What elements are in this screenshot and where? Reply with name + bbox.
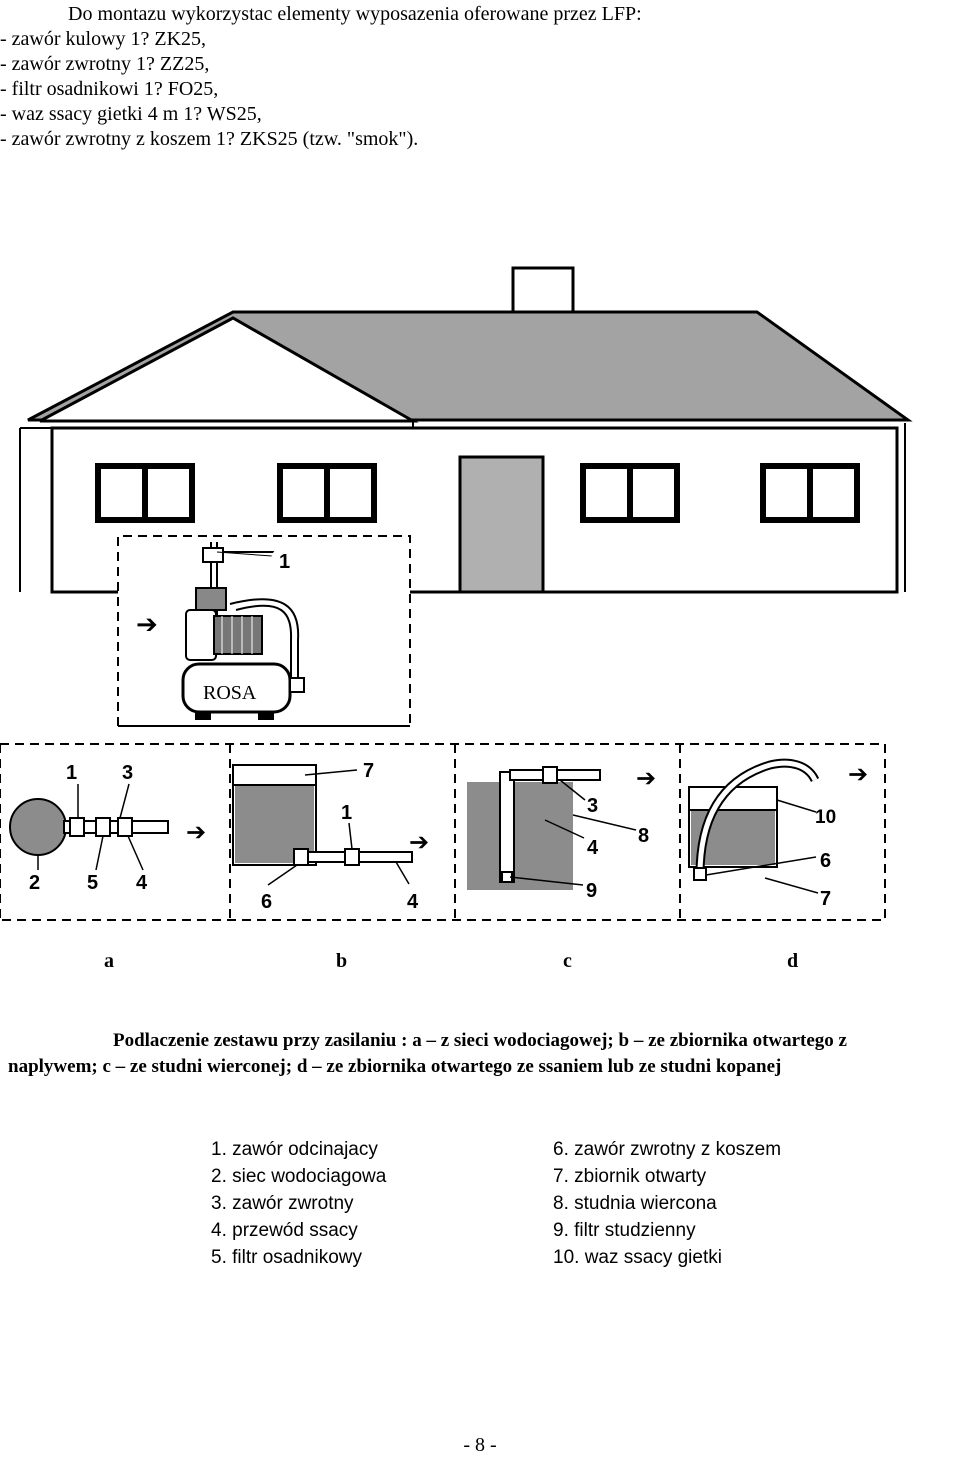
well-water — [467, 782, 573, 890]
arrow-icon: ➔ — [136, 609, 158, 639]
installation-figure: ROSA 1 ➔ 1 3 2 5 4 ➔ — [0, 266, 913, 972]
legend-left: 1. zawór odcinajacy 2. siec wodociagowa … — [211, 1136, 386, 1271]
panel-c: 3 4 8 9 ➔ — [467, 765, 656, 902]
legend-item: 6. zawór zwrotny z koszem — [553, 1139, 782, 1160]
pump-brand: ROSA — [203, 682, 257, 704]
intro-item: - zawór kulowy 1? ZK25, — [0, 28, 207, 50]
callout-6: 6 — [820, 850, 831, 872]
intro-item: - filtr osadnikowi 1? FO25, — [0, 78, 219, 100]
callout-4: 4 — [587, 837, 599, 859]
legend-item: 7. zbiornik otwarty — [553, 1166, 707, 1187]
pump-unit: ROSA — [181, 542, 305, 720]
callout-1: 1 — [341, 802, 352, 824]
callout-bubble — [271, 546, 299, 574]
gable — [39, 316, 419, 423]
intro-item: - zawór zwrotny 1? ZZ25, — [0, 53, 210, 75]
arrow-icon: ➔ — [636, 765, 656, 792]
legend-item: 2. siec wodociagowa — [211, 1166, 387, 1187]
intro-item: - waz ssacy gietki 4 m 1? WS25, — [0, 103, 262, 125]
panel-a: 1 3 2 5 4 ➔ — [9, 762, 206, 894]
callout-6: 6 — [261, 891, 272, 913]
callout-4: 4 — [136, 872, 148, 894]
panel-label-d: d — [787, 950, 798, 972]
house-drawing: ROSA 1 ➔ — [19, 266, 913, 727]
window — [95, 463, 195, 523]
callout-5: 5 — [87, 872, 98, 894]
callout-9: 9 — [586, 880, 597, 902]
window — [580, 463, 680, 523]
legend-item: 1. zawór odcinajacy — [211, 1139, 378, 1160]
callout-8: 8 — [638, 825, 649, 847]
intro-block: Do montazu wykorzystac elementy wyposaze… — [0, 2, 760, 152]
callout-7: 7 — [820, 888, 831, 910]
legend-item: 4. przewód ssacy — [211, 1220, 358, 1241]
legend-item: 3. zawór zwrotny — [211, 1193, 354, 1214]
window — [277, 463, 377, 523]
window — [760, 463, 860, 523]
panel-label-b: b — [336, 950, 347, 972]
legend-right: 6. zawór zwrotny z koszem 7. zbiornik ot… — [553, 1136, 781, 1271]
arrow-icon: ➔ — [186, 819, 206, 846]
legend-item: 9. filtr studzienny — [553, 1220, 696, 1241]
panel-d: 10 6 7 ➔ — [688, 758, 868, 910]
intro-heading: Do montazu wykorzystac elementy wyposaze… — [68, 3, 642, 25]
water-network — [9, 798, 67, 856]
callout-3: 3 — [122, 762, 133, 784]
caption-line: naplywem; c – ze studni wierconej; d – z… — [8, 1056, 782, 1077]
panel-label-c: c — [563, 950, 572, 972]
arrow-icon: ➔ — [848, 761, 868, 788]
callout-4: 4 — [407, 891, 419, 913]
caption-line: Podlaczenie zestawu przy zasilaniu : a –… — [112, 1030, 847, 1051]
callout-1: 1 — [66, 762, 77, 784]
callout-1: 1 — [279, 551, 290, 573]
panel-b: 7 1 6 4 ➔ — [232, 760, 429, 913]
callout-3: 3 — [587, 795, 598, 817]
intro-item: - zawór zwrotny z koszem 1? ZKS25 (tzw. … — [0, 128, 419, 150]
legend-item: 10. waz ssacy gietki — [553, 1247, 722, 1268]
legend-item: 5. filtr osadnikowy — [211, 1247, 363, 1268]
panel-label-a: a — [104, 950, 114, 972]
door — [458, 455, 545, 594]
callout-10: 10 — [815, 807, 836, 828]
callout-2: 2 — [29, 872, 40, 894]
panels-frame — [0, 743, 886, 921]
legend-item: 8. studnia wiercona — [553, 1193, 717, 1214]
figure-caption: Podlaczenie zestawu przy zasilaniu : a –… — [0, 1028, 960, 1080]
arrow-icon: ➔ — [409, 829, 429, 856]
callout-7: 7 — [363, 760, 374, 782]
page-number: - 8 - — [463, 1434, 497, 1456]
